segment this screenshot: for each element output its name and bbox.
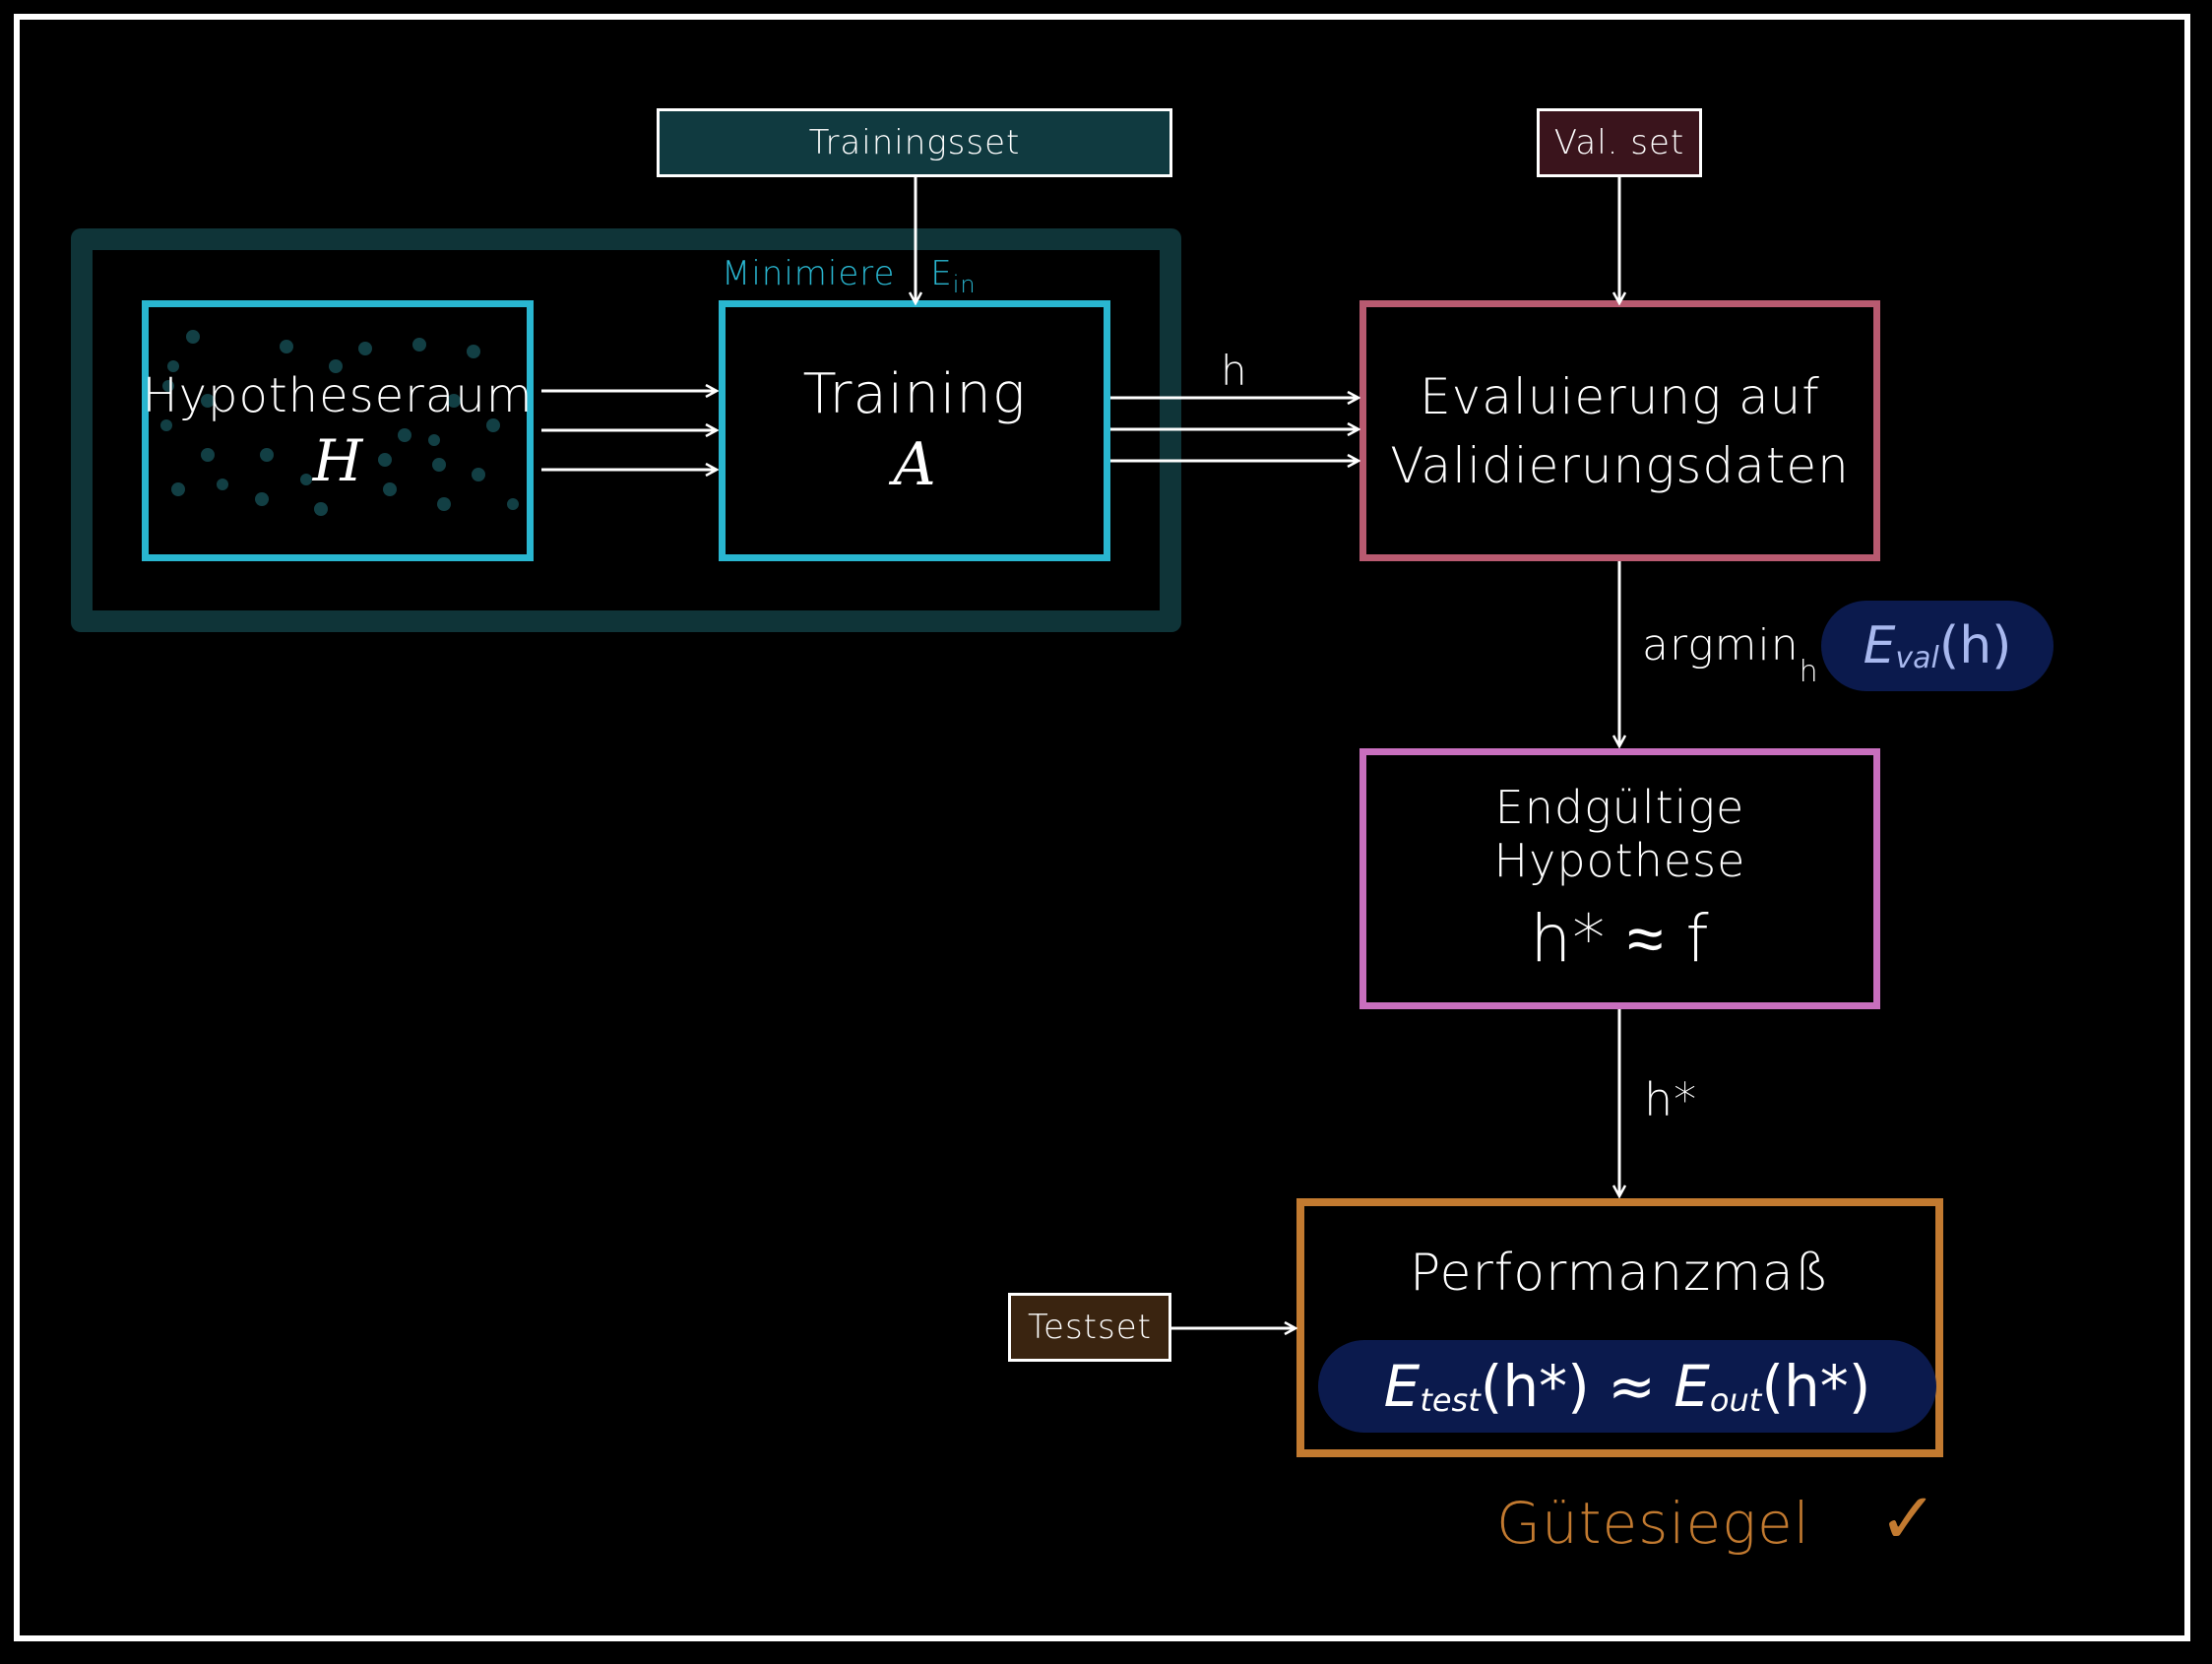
quality-seal: Gütesiegel ✓ [1496, 1477, 1939, 1560]
final-hypothesis-title: Endgültige Hypothese [1493, 781, 1746, 887]
evaluation-line1: Evaluierung auf [1420, 367, 1820, 425]
valset-text: Val. set [1553, 123, 1685, 162]
valset-label: Val. set [1537, 108, 1702, 177]
quality-seal-label: Gütesiegel [1496, 1490, 1810, 1557]
e-val-symbol: E [1863, 616, 1896, 675]
performance-title: Performanzmaß [1410, 1244, 1830, 1303]
e-out-argument: (h*) [1761, 1353, 1871, 1420]
hypothesis-space-box: Hypotheseraum H [142, 300, 534, 561]
training-symbol: A [893, 430, 936, 499]
testset-label: Testset [1008, 1293, 1171, 1362]
testset-text: Testset [1028, 1308, 1152, 1347]
e-val-argument: (h) [1938, 616, 2012, 675]
trainingsset-label: Trainingsset [657, 108, 1172, 177]
checkmark-icon: ✓ [1878, 1477, 1939, 1560]
outer-frame [14, 14, 2190, 1641]
out-subscript: out [1709, 1381, 1762, 1419]
argmin-label: argminh [1642, 620, 1819, 689]
hstar-arrow-label: h* [1644, 1073, 1698, 1126]
training-title: Training [802, 362, 1027, 426]
e-test-symbol: E [1383, 1353, 1421, 1420]
h-arrow-label: h [1221, 347, 1248, 395]
e-test-argument: (h*) ≈ [1480, 1353, 1675, 1420]
final-hypothesis-box: Endgültige Hypothese h* ≈ f [1359, 748, 1880, 1009]
test-subscript: test [1420, 1381, 1481, 1419]
val-subscript: val [1895, 640, 1939, 675]
e-out-symbol: E [1674, 1353, 1710, 1420]
hypothesis-space-symbol: H [312, 426, 363, 494]
minimize-annotation: Minimiere Ein [722, 254, 977, 298]
evaluation-line2: Validierungsdaten [1390, 436, 1850, 494]
minimize-label: Minimiere [722, 254, 896, 293]
hypothesis-dots [160, 330, 519, 516]
e-in-symbol: Ein [930, 254, 977, 298]
trainingsset-text: Trainingsset [808, 123, 1021, 162]
hypothesis-space-title: Hypotheseraum [142, 367, 534, 423]
final-hypothesis-formula: h* ≈ f [1530, 901, 1710, 977]
